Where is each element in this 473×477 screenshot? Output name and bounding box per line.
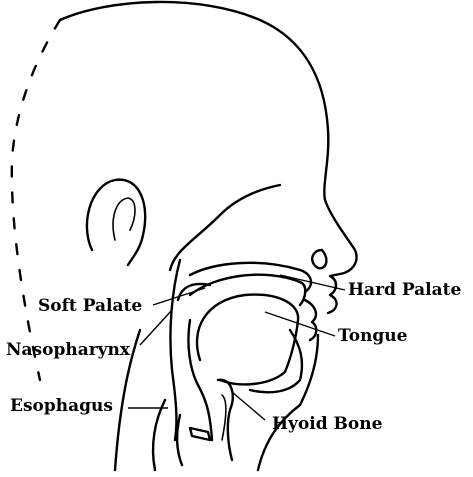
lips	[305, 300, 316, 340]
label-hard-palate: Hard Palate	[348, 282, 461, 299]
pharynx-back-wall	[170, 260, 180, 440]
skull-back-dashed	[12, 20, 60, 380]
label-soft-palate: Soft Palate	[38, 298, 142, 315]
pharynx-front-wall	[188, 320, 212, 440]
larynx-inner	[222, 395, 226, 440]
esophagus-tube	[153, 400, 165, 470]
label-hyoid-bone: Hyoid Bone	[272, 416, 382, 433]
head-profile-outline	[60, 2, 357, 313]
tongue-outline	[197, 295, 298, 385]
esophagus-wall	[177, 415, 182, 465]
ear-outer	[87, 180, 145, 265]
leader-hyoid-bone	[232, 392, 265, 420]
hyoid-bone-shape	[190, 428, 210, 440]
leader-nasopharynx	[140, 310, 172, 345]
leader-soft-palate	[153, 288, 205, 305]
face-inner-line	[170, 185, 280, 270]
label-nasopharynx: Nasopharynx	[6, 342, 130, 359]
hard-palate-line	[190, 275, 305, 305]
nostril	[312, 250, 326, 268]
ear-inner	[113, 198, 135, 240]
label-tongue: Tongue	[338, 328, 407, 345]
leader-tongue	[265, 312, 335, 336]
label-esophagus: Esophagus	[10, 398, 113, 415]
